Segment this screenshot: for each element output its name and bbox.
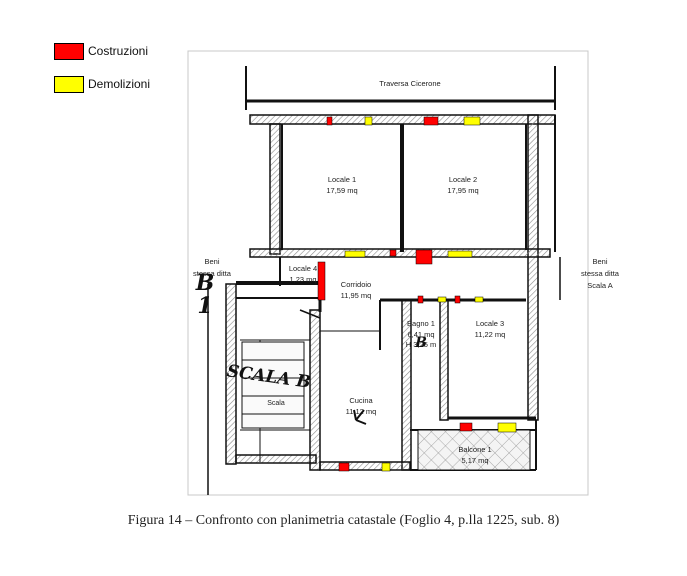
stair-block (241, 341, 305, 429)
room-area-bagno-1: 6,41 mq (407, 330, 434, 339)
room-area-locale-1: 17,59 mq (326, 186, 357, 195)
room-name-locale-4: Locale 4 (289, 264, 317, 273)
room-area-locale-2: 17,95 mq (447, 186, 478, 195)
legend-item-demolizioni: Demolizioni (54, 73, 150, 95)
legend: Costruzioni Demolizioni (54, 40, 150, 106)
right-note-line1: Beni (592, 257, 607, 266)
stair-label: Scala (267, 400, 285, 407)
room-area-corridoio: 11,95 mq (341, 291, 372, 300)
room-name-locale-2: Locale 2 (449, 175, 477, 184)
handwritten-left-number: 1 (197, 293, 212, 319)
room-name-cucina: Cucina (349, 396, 373, 405)
right-note-line2: stessa ditta (581, 269, 620, 278)
room-name-balcone-1: Balcone 1 (458, 445, 491, 454)
construction-markers (317, 116, 473, 472)
room-area-locale-3: 11,22 mq (475, 330, 506, 339)
room-area-cucina: 11,12 mq (346, 407, 377, 416)
handwritten-arrow (353, 409, 367, 425)
figure-caption: Figura 14 – Confronto con planimetria ca… (127, 513, 560, 528)
room-name-bagno-1: Bagno 1 (407, 319, 435, 328)
legend-item-costruzioni: Costruzioni (54, 40, 150, 62)
balcony-area (417, 429, 531, 471)
legend-label: Demolizioni (88, 77, 151, 91)
right-note-line3: Scala A (587, 281, 612, 290)
room-area-balcone-1: 5,17 mq (461, 456, 488, 465)
handwritten-bagno-mark: B (414, 335, 427, 351)
room-height-bagno-1: H 3,25 m (406, 340, 436, 349)
street-name: Traversa Cicerone (379, 79, 440, 88)
left-note-line2: stessa ditta (193, 269, 232, 278)
handwritten-left-letter: B (195, 270, 215, 296)
room-name-corridoio: Corridoio (341, 280, 371, 289)
floor-plan: Traversa Cicerone Beni stessa ditta Beni… (187, 50, 620, 496)
legend-swatch-red (54, 42, 84, 60)
left-note-line1: Beni (204, 257, 219, 266)
demolition-markers (344, 116, 517, 472)
room-name-locale-3: Locale 3 (476, 319, 504, 328)
legend-label: Costruzioni (88, 44, 149, 58)
room-name-locale-1: Locale 1 (328, 175, 356, 184)
legend-swatch-yellow (54, 75, 84, 93)
room-area-locale-4: 1,23 mq (289, 275, 316, 284)
